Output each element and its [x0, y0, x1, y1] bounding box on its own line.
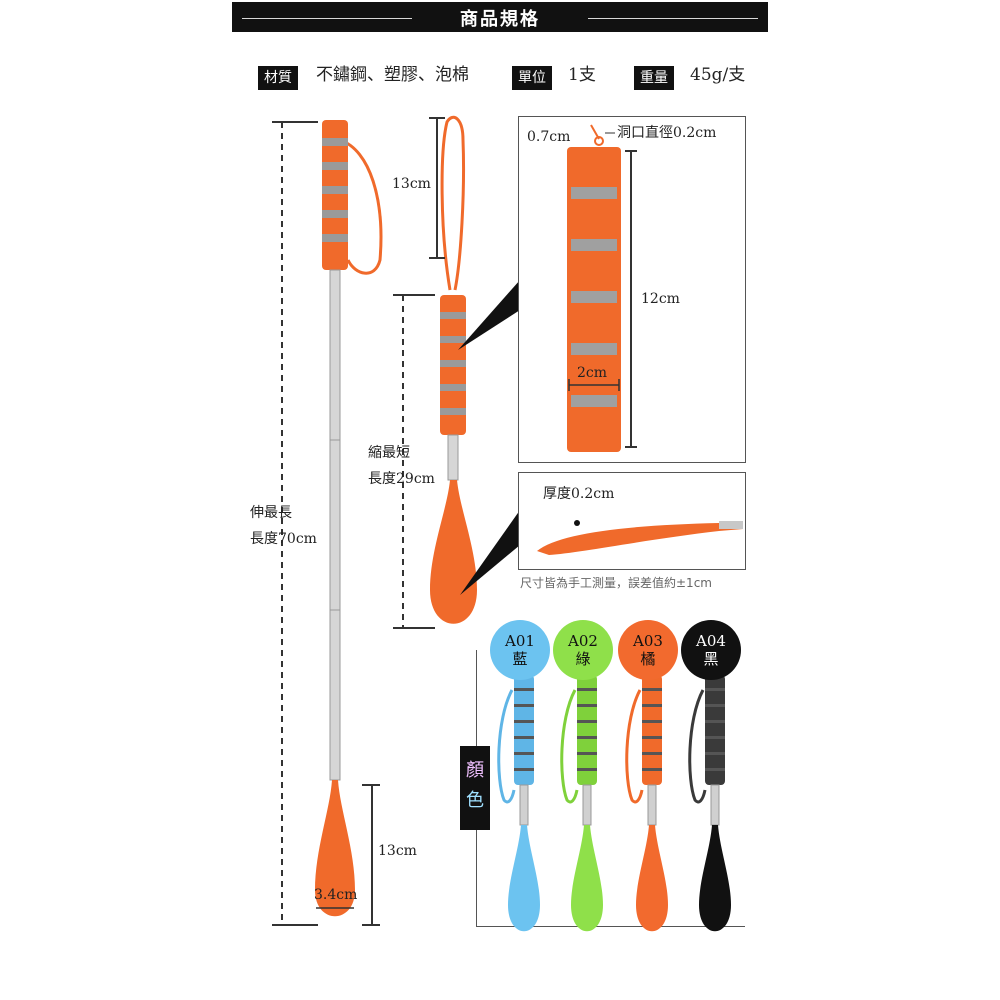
header-title: 商品規格 [460, 9, 540, 30]
variant-name: 綠 [575, 650, 591, 668]
handle-detail-box: 0.7cm 洞口直徑0.2cm 12cm 2cm [518, 116, 746, 463]
foam-handle [322, 120, 348, 270]
colors-heading: 顏 色 [460, 746, 490, 830]
header-divider-left [242, 18, 412, 19]
variant-name: 橘 [640, 650, 656, 668]
shoehorn-a03 [625, 675, 668, 932]
spec-material-label: 材質 [258, 66, 298, 90]
handle-length-label: 12cm [641, 291, 680, 307]
strap-loop [440, 116, 466, 291]
header-divider-right [588, 18, 758, 19]
spec-unit-label: 單位 [512, 66, 552, 90]
variant-code: A01 [505, 632, 535, 650]
colors-heading-line2: 色 [466, 790, 484, 811]
extended-shoehorn-figure [272, 120, 383, 926]
variant-code: A04 [696, 632, 726, 650]
spoon-width-label: 3.4cm [314, 887, 358, 903]
measurement-note: 尺寸皆為手工測量，誤差值約±1cm [520, 576, 712, 590]
variant-name: 黑 [703, 650, 719, 668]
hole-offset-label: 0.7cm [527, 129, 571, 145]
strap-length-label: 13cm [392, 176, 431, 192]
section-header: 商品規格 [232, 2, 768, 32]
shoehorn-a04 [688, 675, 731, 932]
thickness-detail-box: 厚度0.2cm [518, 472, 746, 570]
variant-code: A02 [568, 632, 598, 650]
spec-unit-value: 1支 [568, 65, 596, 85]
shoe-spoon [315, 780, 355, 917]
variant-code: A03 [633, 632, 663, 650]
shoehorn-a02 [560, 675, 603, 932]
shortest-length-label: 縮最短 長度29cm [368, 440, 435, 492]
hole-diameter-label: 洞口直徑0.2cm [617, 125, 717, 141]
spec-weight-label: 重量 [634, 66, 674, 90]
thickness-label: 厚度0.2cm [543, 486, 615, 502]
handle-width-label: 2cm [577, 365, 608, 381]
shortest-length-line2: 長度29cm [368, 471, 435, 487]
strap-loop [339, 138, 383, 275]
spoon-length-label: 13cm [378, 843, 417, 859]
steel-shaft [329, 269, 341, 781]
extended-length-line2: 長度70cm [250, 531, 317, 547]
spec-material-value: 不鏽鋼、塑膠、泡棉 [316, 65, 469, 85]
shoehorn-a01 [497, 675, 540, 932]
extended-length-label: 伸最長 長度70cm [250, 500, 317, 552]
spec-weight-value: 45g/支 [690, 65, 746, 85]
shortest-length-line1: 縮最短 [368, 445, 410, 461]
variant-name: 藍 [512, 650, 528, 668]
callout-pointers [458, 280, 520, 595]
colors-heading-line1: 顏 [466, 760, 484, 781]
extended-length-line1: 伸最長 [250, 505, 292, 521]
